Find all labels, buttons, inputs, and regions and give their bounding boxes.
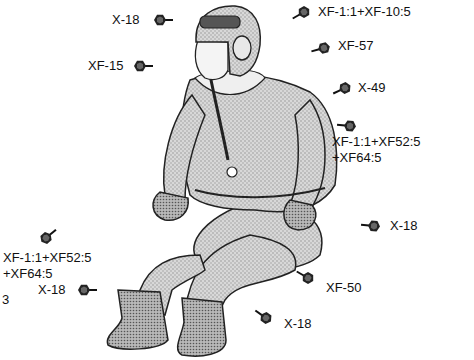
- paint-code: X-18: [38, 282, 65, 298]
- paint-code: XF-1:1+XF52:5 +XF64:5: [332, 134, 432, 166]
- paint-code: XF-1:1+XF-10:5: [318, 4, 411, 20]
- paint-code: XF-50: [326, 280, 361, 296]
- paint-code: X-18: [284, 316, 311, 332]
- paint-code: 3: [2, 292, 9, 308]
- paint-code: X-18: [112, 12, 139, 28]
- paint-code: X-49: [358, 80, 385, 96]
- paint-code: XF-1:1+XF52:5 +XF64:5: [3, 250, 101, 282]
- paint-code: X-18: [390, 218, 417, 234]
- paint-code: XF-57: [338, 38, 373, 54]
- paint-code: XF-15: [88, 58, 123, 74]
